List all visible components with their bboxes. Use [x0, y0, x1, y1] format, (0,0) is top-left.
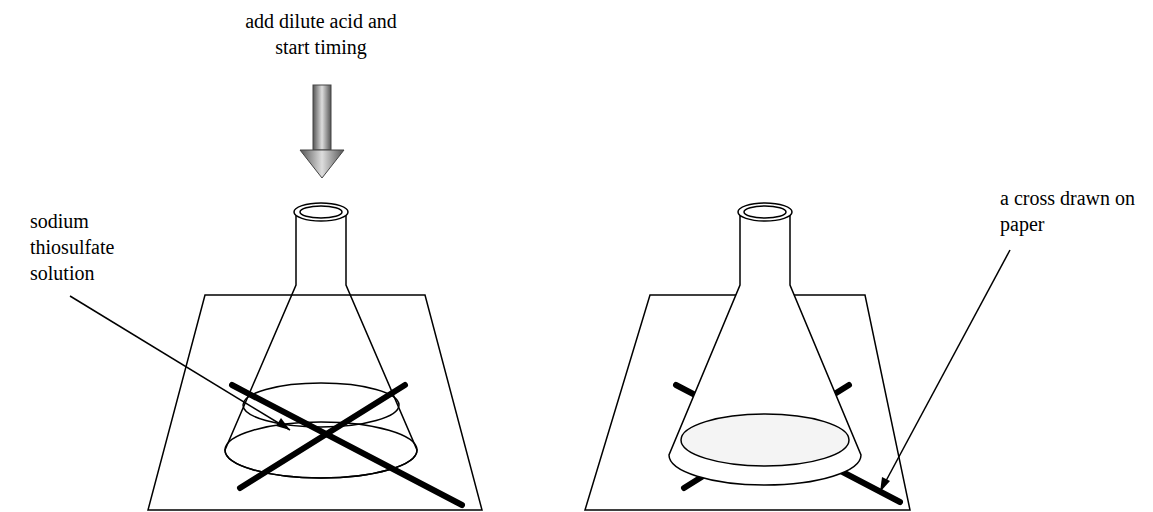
instruction-label: add dilute acid and start timing: [230, 8, 412, 60]
cross-mark: [232, 385, 462, 505]
callout-label: sodium thiosulfate solution: [30, 208, 140, 286]
paper-sheet: [148, 295, 482, 510]
leader-line: [70, 296, 290, 430]
leader-tip: [276, 418, 290, 430]
leader-tip: [880, 477, 890, 492]
conical-flask: [669, 203, 861, 485]
pour-arrow: [300, 85, 344, 178]
leader-line: [880, 250, 1010, 492]
callout-label: a cross drawn on paper: [1000, 185, 1140, 237]
